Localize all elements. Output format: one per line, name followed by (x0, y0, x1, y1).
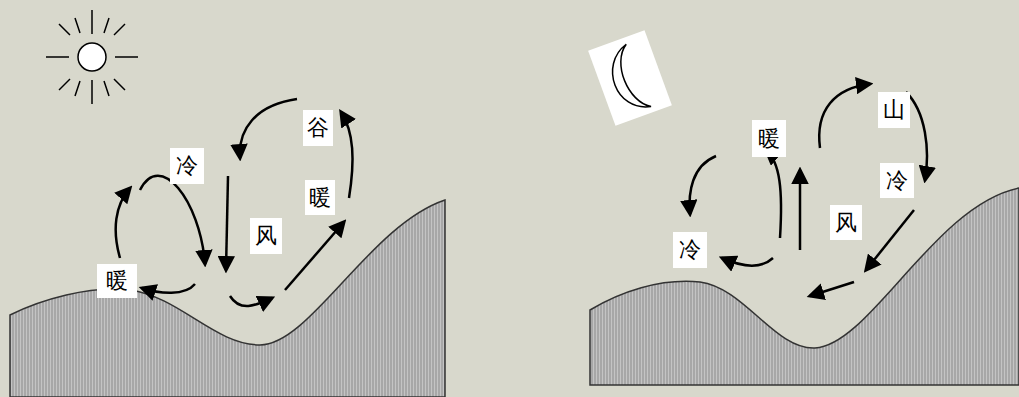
airflow-label: 谷 (307, 117, 329, 139)
label-box: 山 (878, 92, 910, 128)
label-box: 冷 (880, 163, 914, 198)
label-box: 冷 (170, 148, 204, 184)
airflow-label: 山 (883, 99, 905, 121)
label-box: 冷 (673, 232, 707, 268)
label-box: 谷 (303, 110, 333, 146)
label-box: 暖 (305, 180, 335, 215)
airflow-label: 冷 (886, 170, 908, 192)
airflow-label: 风 (255, 225, 277, 247)
sun-symbol (46, 10, 138, 104)
airflow-label: 暖 (758, 128, 780, 150)
label-box: 暖 (752, 120, 786, 157)
airflow-label: 冷 (679, 239, 701, 261)
label-box: 暖 (97, 264, 137, 298)
airflow-label: 风 (835, 212, 857, 234)
label-box: 风 (830, 205, 862, 240)
label-box: 风 (250, 218, 282, 254)
moon-symbol (588, 30, 672, 126)
airflow-label: 暖 (106, 270, 128, 292)
airflow-arrow (116, 84, 927, 306)
airflow-label: 冷 (176, 155, 198, 177)
terrain (590, 188, 1019, 385)
airflow-label: 暖 (309, 187, 331, 209)
